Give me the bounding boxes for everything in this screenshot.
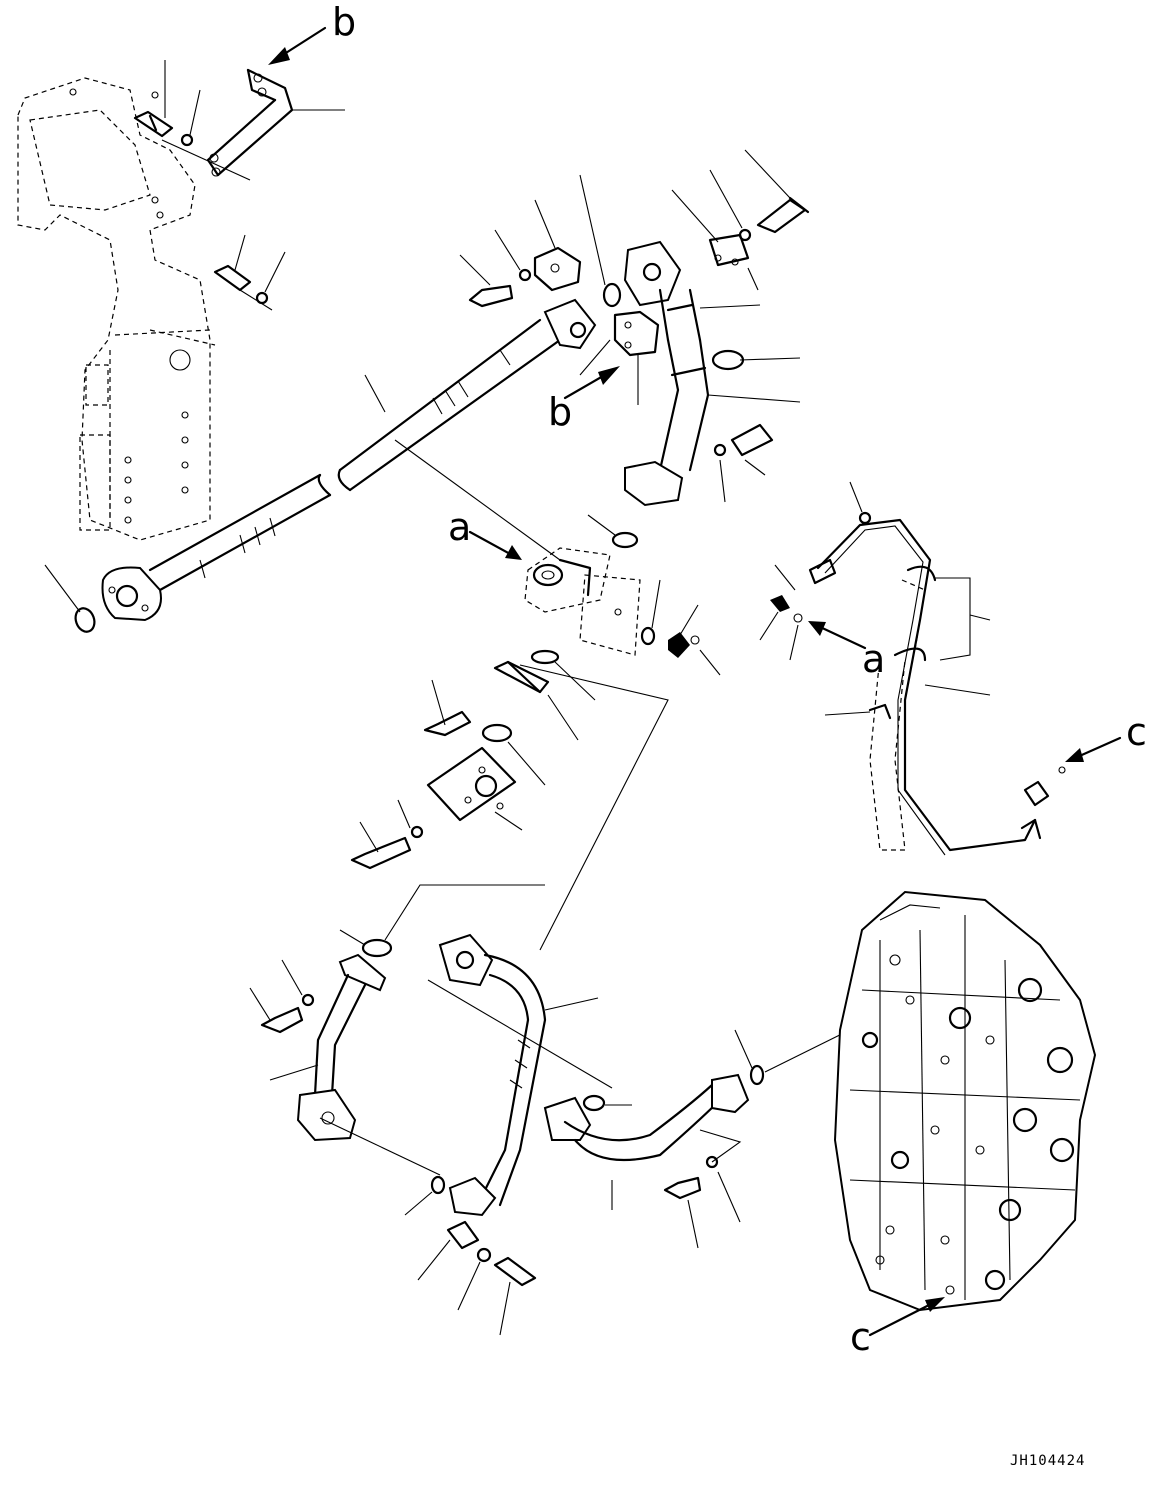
callout-a-left: a bbox=[448, 505, 471, 549]
valve-a bbox=[524, 547, 721, 676]
callout-a-right: a bbox=[862, 637, 885, 681]
clamp-group-top bbox=[459, 174, 622, 308]
small-bracket-b bbox=[613, 310, 660, 405]
frame-bracket bbox=[17, 77, 216, 541]
long-hose bbox=[101, 298, 597, 622]
flange-plate-stack bbox=[350, 649, 669, 951]
upper-right-pipe bbox=[579, 149, 810, 549]
drawing-id: JH104424 bbox=[1010, 1453, 1085, 1469]
control-valve-block bbox=[833, 890, 1097, 1312]
o-ring-left bbox=[44, 564, 96, 633]
callout-arrows bbox=[268, 26, 1122, 1337]
lower-hoses bbox=[249, 884, 871, 1336]
callout-b-mid: b bbox=[548, 390, 572, 434]
callout-c-bottom: c bbox=[850, 1315, 871, 1359]
wire-harness bbox=[759, 481, 1066, 856]
callout-c-right: c bbox=[1126, 710, 1147, 754]
callout-b-top: b bbox=[332, 0, 356, 44]
top-bracket bbox=[206, 68, 345, 177]
bolt-group-upper-left bbox=[133, 60, 286, 311]
